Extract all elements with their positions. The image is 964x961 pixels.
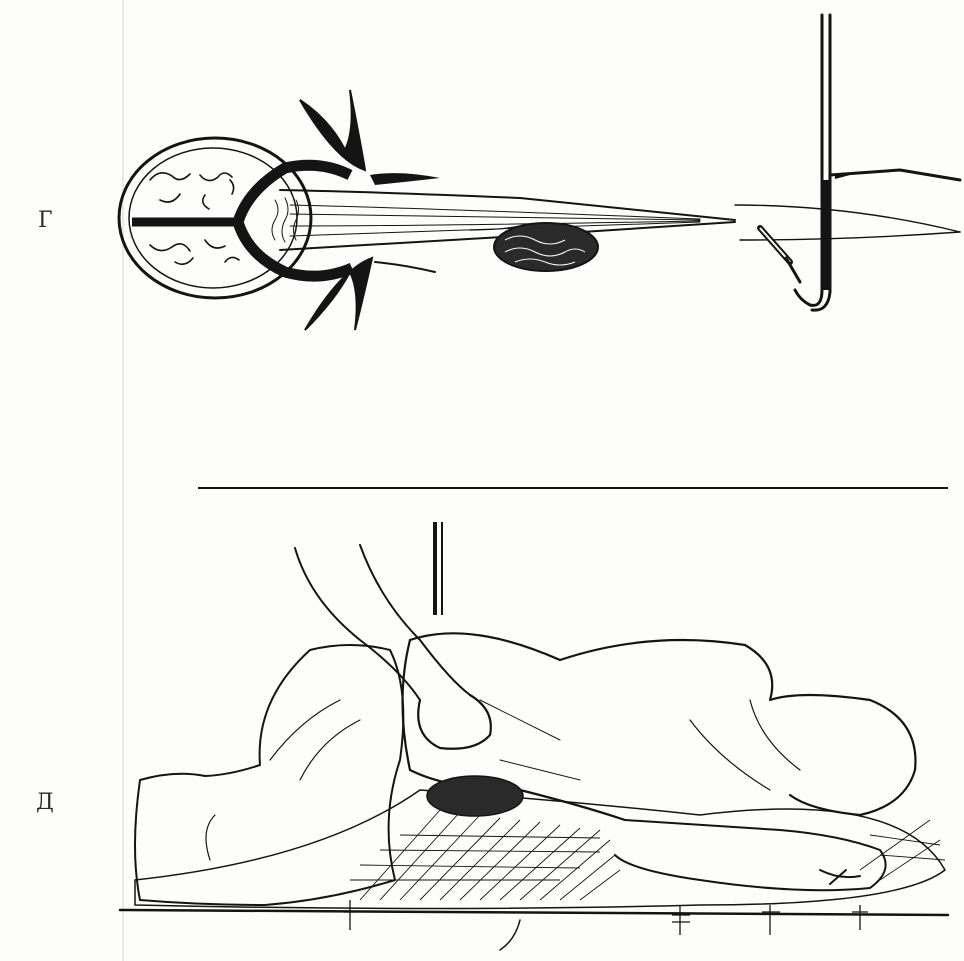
manometer-tube-left (795, 15, 822, 305)
patient-legs (615, 820, 886, 890)
canal-upper (280, 190, 735, 220)
mattress-hatching (350, 810, 945, 900)
dura-line-upper (735, 205, 960, 232)
table-line (120, 910, 948, 915)
hatched-lump (427, 776, 523, 816)
panel-d-scene (120, 522, 948, 950)
pillow-folds (206, 700, 360, 860)
pillow (135, 645, 403, 905)
assistant-fist (418, 695, 491, 749)
manometer-fluid (822, 180, 830, 290)
patient-feet (820, 870, 860, 884)
patient-ribs (480, 700, 580, 780)
hatched-mass (494, 223, 598, 271)
pincer-upper (300, 90, 365, 170)
assistant-arm (295, 545, 470, 700)
patient-fold-lines (690, 700, 800, 790)
tube-end (500, 920, 520, 950)
panel-g-scheme (119, 15, 960, 330)
needle-connector (786, 258, 800, 282)
pincer-lower-tip (375, 262, 435, 272)
pincer-upper-tip (370, 173, 440, 185)
cord-fibers (272, 198, 700, 242)
table-ticks (344, 900, 868, 935)
